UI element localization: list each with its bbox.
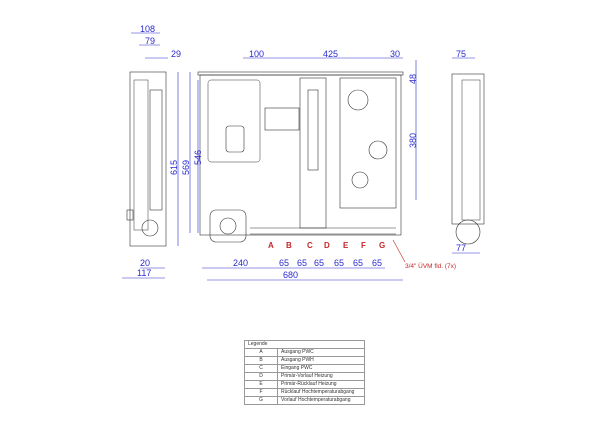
dim-65: 65: [279, 258, 289, 268]
legend-key: C: [244, 364, 278, 373]
legend-label: Rücklauf Hochtemperaturabgang: [277, 388, 365, 397]
dim-29: 29: [171, 49, 181, 59]
legend-label: Primär-Vorlauf Heizung: [277, 372, 365, 381]
dim-546: 546: [193, 150, 203, 165]
dim-240: 240: [233, 258, 248, 268]
connection-b: B: [286, 241, 292, 250]
connection-labels: A B C D E F G 3/4" ÜVM fld. (7x): [268, 239, 456, 270]
legend-label: Ausgang PWC: [277, 348, 365, 357]
front-view: [197, 71, 404, 243]
dim-100: 100: [249, 49, 264, 59]
dim-65: 65: [372, 258, 382, 268]
legend-label: Ausgang PWH: [277, 356, 365, 365]
dim-680: 680: [283, 270, 298, 280]
dim-65: 65: [334, 258, 344, 268]
dim-20: 20: [140, 258, 150, 268]
dim-108: 108: [140, 24, 155, 34]
legend-label: Vorlauf Hochtemperaturabgang: [277, 396, 365, 405]
dim-117: 117: [137, 268, 151, 278]
legend-key: D: [244, 372, 278, 381]
dim-30: 30: [390, 49, 400, 59]
legend-key: F: [244, 388, 278, 397]
connection-f: F: [361, 241, 366, 250]
dim-65: 65: [297, 258, 307, 268]
connection-e: E: [343, 241, 349, 250]
connection-a: A: [268, 241, 274, 250]
dim-615: 615: [169, 160, 179, 175]
dim-48: 48: [408, 74, 418, 84]
connection-g: G: [379, 241, 385, 250]
legend-key: B: [244, 356, 278, 365]
dim-65: 65: [314, 258, 324, 268]
right-side-view: [451, 73, 485, 245]
dimension-lines: [122, 32, 480, 281]
dim-77: 77: [456, 243, 466, 253]
dim-65: 65: [353, 258, 363, 268]
dim-75: 75: [456, 49, 466, 59]
legend-label: Eingang PWC: [277, 364, 365, 373]
connection-note: 3/4" ÜVM fld. (7x): [405, 262, 456, 270]
legend-key: E: [244, 380, 278, 389]
dim-79: 79: [145, 36, 155, 46]
dim-380: 380: [408, 133, 418, 148]
dimension-labels: 108 79 29 100 425 30 75 48 380 615 569 5…: [137, 24, 466, 280]
legend-label: Primär-Rücklauf Heizung: [277, 380, 365, 389]
connection-c: C: [307, 241, 313, 250]
legend-key: G: [244, 396, 278, 405]
connection-d: D: [324, 241, 330, 250]
dim-569: 569: [181, 160, 191, 175]
legend-key: A: [244, 348, 278, 357]
left-side-view: [126, 71, 167, 247]
legend-title: Legende: [244, 340, 365, 349]
dim-425: 425: [323, 49, 338, 59]
